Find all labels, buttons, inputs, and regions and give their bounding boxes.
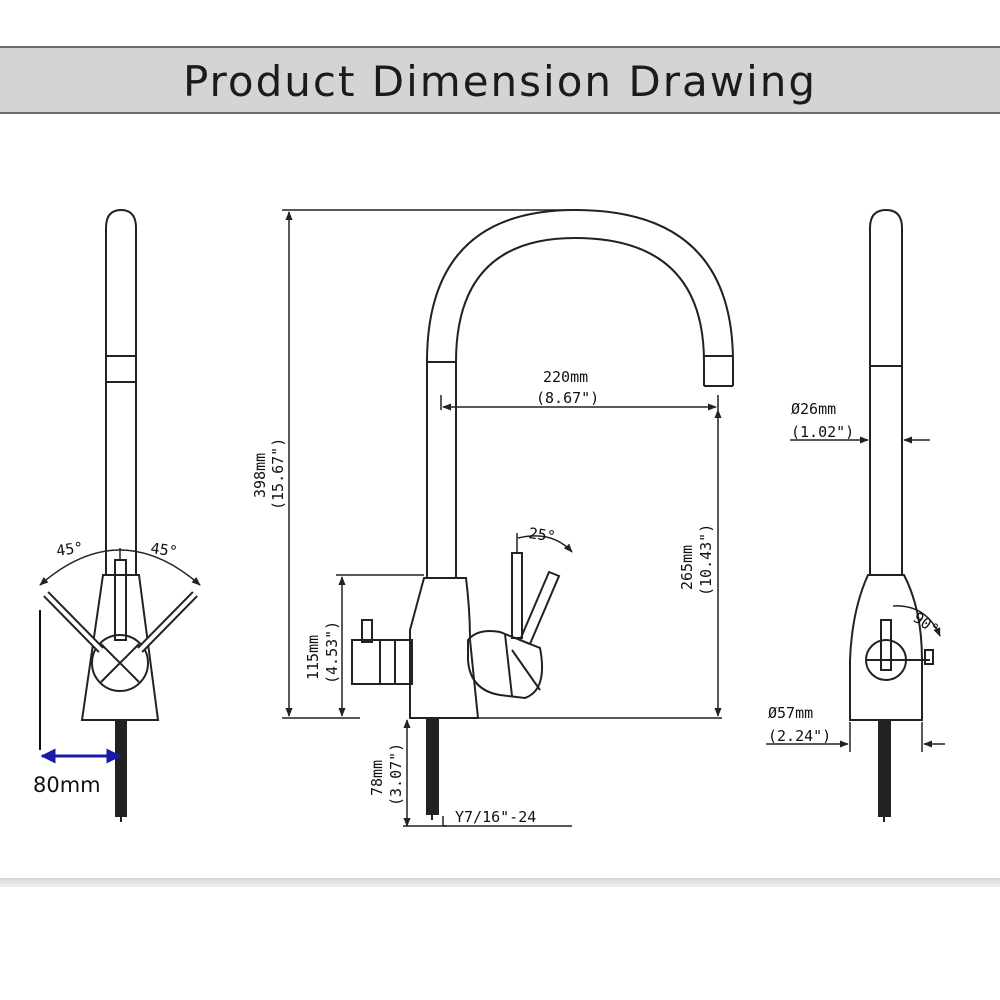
right-spout-tube xyxy=(869,208,903,575)
handle-height-mm-label: 115mm xyxy=(304,635,322,680)
left-shank xyxy=(115,719,127,817)
left-lever-center xyxy=(114,559,127,641)
left-spout-tube xyxy=(105,208,137,575)
tube-diameter-mm-label: Ø26mm xyxy=(791,400,836,418)
tube-diameter-in-label: (1.02") xyxy=(791,423,854,441)
clearance-mm-label: 265mm xyxy=(678,545,696,590)
front-shank xyxy=(426,717,439,815)
handle-height-in-label: (4.53") xyxy=(323,621,341,684)
front-lever-tilted xyxy=(518,570,561,646)
right-side-view xyxy=(849,208,941,822)
height-mm-label: 398mm xyxy=(251,453,269,498)
clearance-in-label: (10.43") xyxy=(697,524,715,596)
front-dimension-lines xyxy=(282,209,722,827)
reach-in-label: (8.67") xyxy=(536,389,599,407)
front-view xyxy=(351,208,734,820)
left-angle-right-label: 45° xyxy=(149,539,178,561)
reach-mm-label: 220mm xyxy=(543,368,588,386)
right-shank xyxy=(878,719,891,817)
shank-mm-label: 78mm xyxy=(368,760,386,796)
title-bar: Product Dimension Drawing xyxy=(0,46,1000,114)
left-side-view xyxy=(39,208,201,822)
left-angle-left-label: 45° xyxy=(55,538,84,560)
height-in-label: (15.67") xyxy=(269,438,287,510)
base-diameter-in-label: (2.24") xyxy=(768,727,831,745)
left-handle-disc xyxy=(91,634,149,692)
bottom-rule xyxy=(0,878,1000,887)
page-title: Product Dimension Drawing xyxy=(182,57,818,106)
front-lever-vertical xyxy=(511,552,523,639)
right-dimension-lines xyxy=(766,432,945,752)
shank-in-label: (3.07") xyxy=(387,743,405,806)
thread-label: Y7/16"-24 xyxy=(455,808,536,826)
right-lever xyxy=(880,619,892,671)
handle-angle-label: 25° xyxy=(527,524,556,546)
right-handle-angle-label: 90° xyxy=(910,609,943,639)
front-spout-inner xyxy=(455,236,705,578)
front-right-valve xyxy=(467,630,544,700)
right-body xyxy=(849,574,923,721)
base-diameter-mm-label: Ø57mm xyxy=(768,704,813,722)
base-width-label: 80mm xyxy=(33,773,101,797)
front-left-valve xyxy=(351,639,413,685)
